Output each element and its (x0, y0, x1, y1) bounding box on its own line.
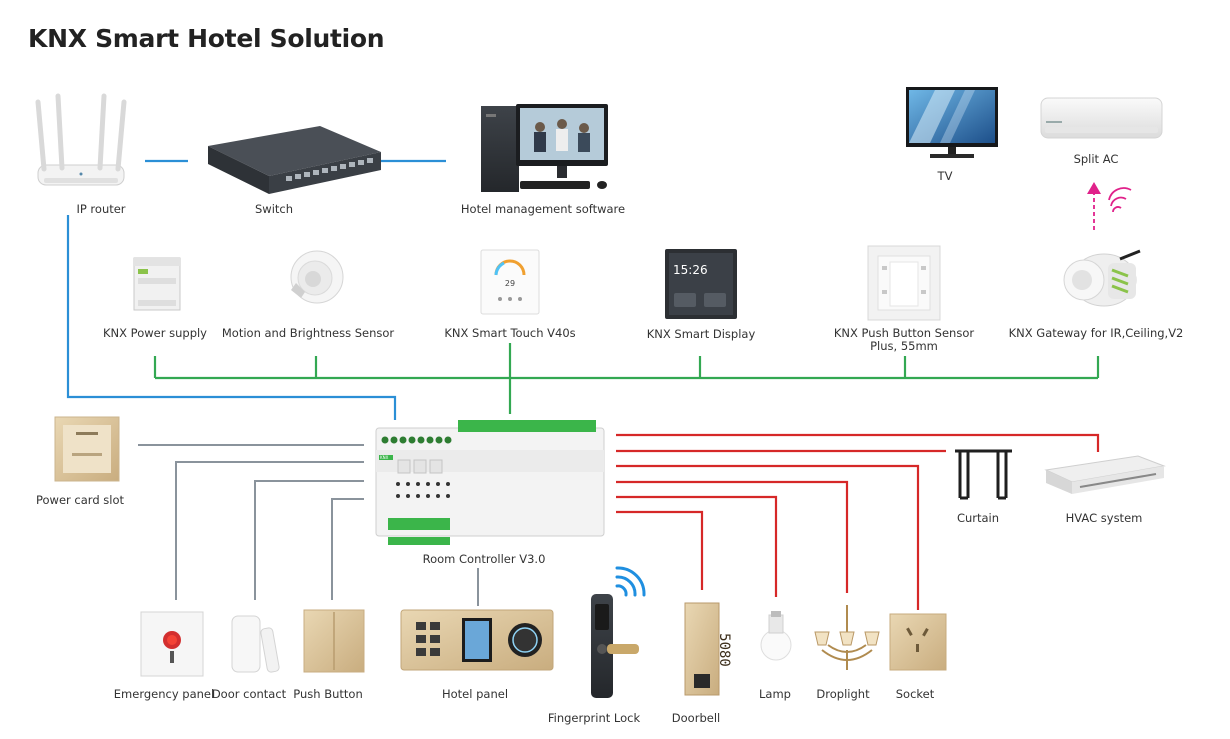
droplight-link (616, 480, 849, 593)
wireless-icon (615, 566, 646, 597)
load-lines (616, 433, 1100, 610)
room-controller-icon: KNX (375, 420, 605, 545)
curtain-icon (955, 449, 1012, 500)
fingerprint-lock-icon (591, 594, 639, 698)
label-hvac-system: HVAC system (1065, 511, 1143, 525)
power-supply-icon (133, 257, 181, 311)
label-tv: TV (937, 169, 953, 183)
label-smart-touch: KNX Smart Touch V40s (444, 326, 576, 340)
tv-icon (906, 87, 998, 158)
doorbell-number: 5080 (716, 633, 732, 667)
label-push-button: Push Button (293, 687, 363, 701)
page-title: KNX Smart Hotel Solution (28, 24, 385, 53)
label-hotel-panel: Hotel panel (441, 687, 509, 701)
label-fingerprint-lock: Fingerprint Lock (547, 711, 641, 725)
door-contact-link (254, 480, 364, 600)
label-hotel-management-software: Hotel management software (460, 202, 626, 216)
emergency-panel-icon (140, 611, 204, 677)
label-push-button-sensor: KNX Push Button Sensor Plus, 55mm (833, 326, 975, 353)
motion-sensor-icon (290, 250, 344, 304)
emergency-link (175, 461, 364, 600)
ir-signal (1087, 182, 1132, 230)
label-curtain: Curtain (956, 511, 1000, 525)
droplight-icon (814, 605, 880, 670)
knx-bus-lines (153, 343, 1100, 414)
smart-display-icon: 15:26 (665, 249, 737, 319)
label-knx-power-supply: KNX Power supply (103, 326, 207, 340)
label-knx-gateway: KNX Gateway for IR,Ceiling,V2 (1008, 326, 1184, 340)
ir-gateway-icon (1063, 249, 1141, 307)
touch-temp: 29 (505, 279, 515, 288)
lamp-icon (760, 611, 792, 661)
smart-touch-icon: 29 (480, 249, 540, 315)
door-contact-icon (231, 615, 280, 673)
computer-icon (481, 104, 608, 192)
doorbell-link (616, 510, 704, 590)
label-doorbell: Doorbell (671, 711, 721, 725)
hvac-icon (1044, 455, 1166, 494)
socket-link (616, 464, 920, 610)
display-clock: 15:26 (673, 263, 708, 277)
doorbell-icon: 5080 (684, 602, 732, 696)
label-droplight: Droplight (816, 687, 870, 701)
push-button-link (331, 498, 364, 600)
label-smart-display: KNX Smart Display (646, 327, 756, 341)
label-power-card-slot: Power card slot (35, 493, 125, 507)
lamp-link (616, 495, 778, 597)
label-emergency-panel: Emergency panel (113, 687, 215, 701)
label-motion-sensor: Motion and Brightness Sensor (221, 326, 395, 340)
dry-contact-lines (138, 444, 479, 606)
hotel-panel-icon (400, 609, 554, 671)
network-switch-icon (208, 126, 381, 194)
controller-brand: KNX (380, 455, 389, 460)
label-socket: Socket (895, 687, 935, 701)
push-button-icon (303, 609, 365, 673)
socket-icon (889, 613, 947, 671)
split-ac-icon (1040, 97, 1163, 139)
label-switch: Switch (254, 202, 294, 216)
label-split-ac: Split AC (1073, 152, 1119, 166)
label-ip-router: IP router (76, 202, 126, 216)
label-room-controller: Room Controller V3.0 (422, 552, 546, 566)
label-door-contact: Door contact (211, 687, 287, 701)
hvac-link (616, 433, 1100, 452)
label-lamp: Lamp (759, 687, 791, 701)
card-slot-icon (54, 416, 120, 482)
router-icon (35, 93, 127, 186)
push-button-sensor-icon (867, 245, 941, 321)
router-controller-link (66, 215, 397, 420)
network-links (66, 159, 446, 420)
